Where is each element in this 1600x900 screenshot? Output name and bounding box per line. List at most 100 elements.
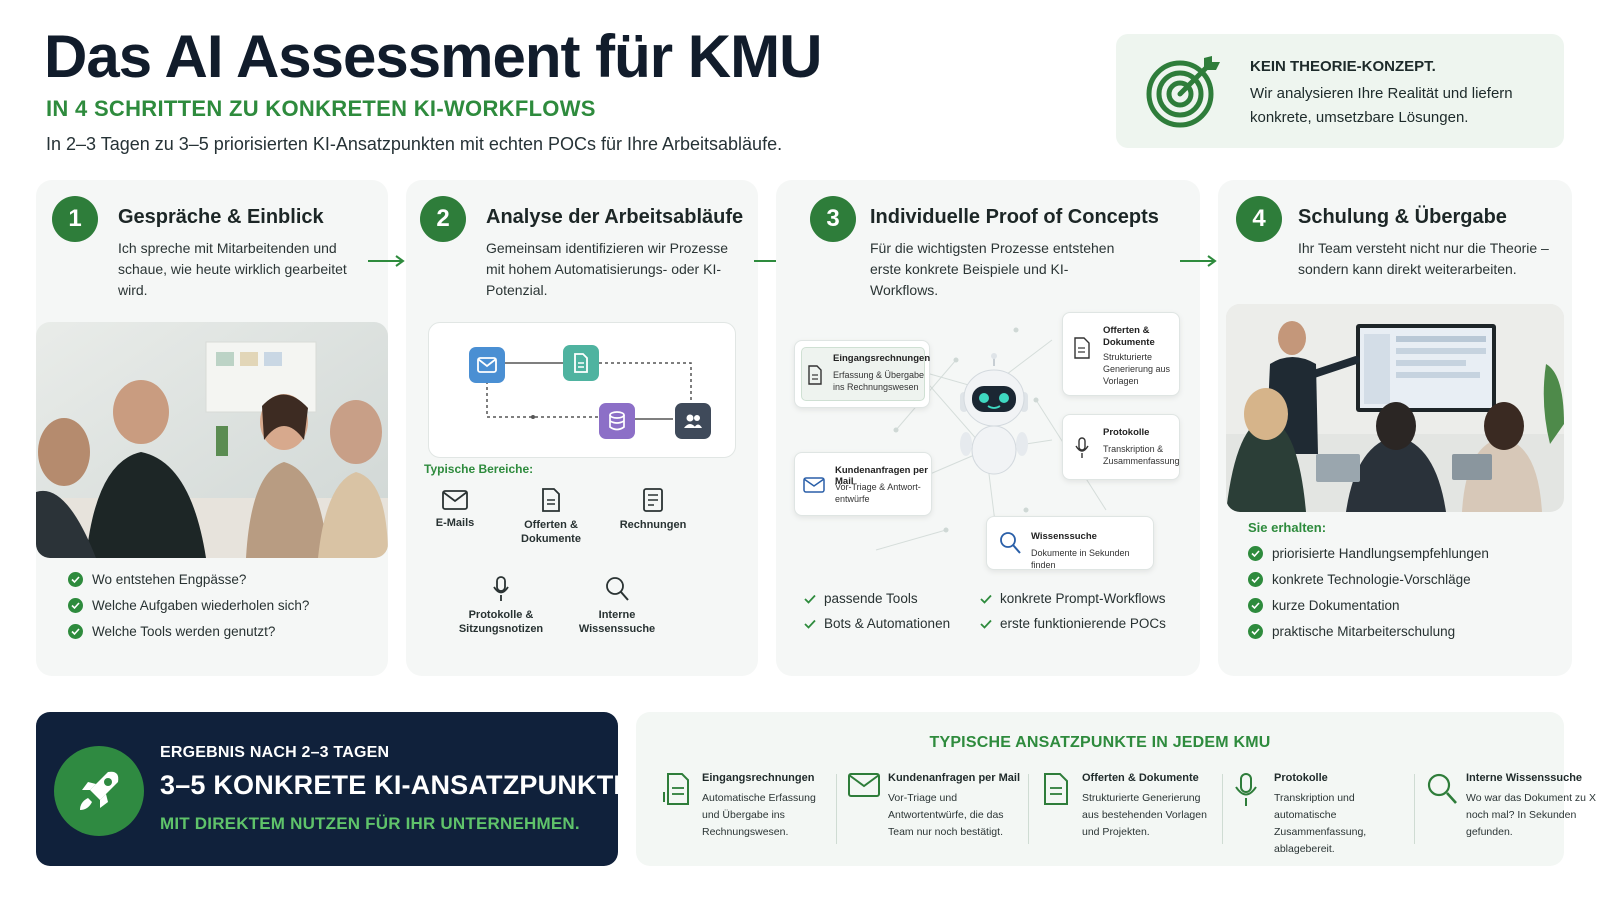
step-card-3: 3 Individuelle Proof of Concepts Für die… [776, 180, 1200, 676]
document-icon [1074, 337, 1090, 359]
checklist-item: konkrete Technologie-Vorschläge [1248, 566, 1489, 592]
checklist-item: kurze Dokumentation [1248, 592, 1489, 618]
result-panel: ERGEBNIS NACH 2–3 TAGEN 3–5 KONKRETE KI-… [36, 712, 631, 866]
poc-checklist-right: konkrete Prompt-Workflows erste funktion… [980, 586, 1166, 636]
check-icon [1248, 623, 1263, 639]
check-icon [980, 594, 992, 604]
step-title: Analyse der Arbeitsabläufe [486, 206, 744, 228]
step-card-2: 2 Analyse der Arbeitsabläufe Gemeinsam i… [406, 180, 758, 676]
workflow-diagram [428, 322, 736, 458]
microphone-icon [1235, 773, 1257, 806]
checklist-item: Bots & Automationen [804, 611, 950, 636]
area-wissenssuche: Interne Wissenssuche [562, 576, 672, 636]
step-card-1: 1 Gespräche & Einblick Ich spreche mit M… [36, 180, 388, 676]
step-description: Ich spreche mit Mitarbeitenden und schau… [118, 240, 347, 298]
check-icon [68, 623, 83, 639]
notice-box: KEIN THEORIE-KONZEPT. Wir analysieren Ih… [1116, 34, 1564, 148]
document-node-icon [563, 345, 599, 381]
rocket-icon [54, 746, 144, 836]
microphone-icon [1075, 437, 1089, 458]
divider [1028, 774, 1029, 844]
area-protokolle: Protokolle & Sitzungsnotizen [446, 576, 556, 636]
meeting-photo [36, 322, 388, 558]
mail-node-icon [469, 347, 505, 383]
typical-panel: TYPISCHE ANSATZPUNKTE IN JEDEM KMU Einga… [636, 712, 1596, 866]
receive-label: Sie erhalten: [1248, 520, 1327, 535]
typical-item-invoices: Eingangsrechnungen Automatische Erfassun… [654, 768, 838, 848]
step-title: Gespräche & Einblick [118, 206, 324, 228]
invoice-icon [808, 365, 822, 385]
poc-card-offerten: Offerten & Dokumente Strukturierte Gener… [1062, 312, 1180, 396]
checklist-item: praktische Mitarbeiterschulung [1248, 618, 1489, 644]
invoice-icon [643, 488, 663, 512]
typical-item-protokolle: Protokolle Transkription und automatisch… [1226, 768, 1410, 855]
checklist-item: Welche Aufgaben wiederholen sich? [68, 592, 309, 618]
step-checklist: Wo entstehen Engpässe? Welche Aufgaben w… [68, 566, 309, 644]
search-icon [1000, 532, 1021, 554]
check-icon [1248, 545, 1263, 561]
step-checklist: priorisierte Handlungsempfehlungen konkr… [1248, 540, 1489, 644]
mail-icon [803, 477, 825, 493]
step-number: 2 [420, 196, 466, 242]
typical-item-search: Interne Wissenssuche Wo war das Dokument… [1418, 768, 1600, 848]
check-icon [68, 597, 83, 613]
check-icon [980, 619, 992, 629]
document-icon [542, 488, 560, 512]
intro-text: In 2–3 Tagen zu 3–5 priorisierten KI-Ans… [46, 134, 783, 154]
checklist-item: passende Tools [804, 586, 950, 611]
microphone-icon [493, 576, 509, 601]
notice-text: Wir analysieren Ihre Realität und liefer… [1250, 85, 1513, 126]
document-icon [1044, 773, 1068, 805]
target-icon [1146, 56, 1220, 128]
area-emails: E-Mails [400, 490, 510, 530]
area-rechnungen: Rechnungen [598, 488, 708, 532]
page-subtitle: IN 4 SCHRITTEN ZU KONKRETEN KI-WORKFLOWS [46, 96, 596, 121]
arrow-right-icon [1180, 255, 1217, 267]
typical-item-mail: Kundenanfragen per Mail Vor-Triage und A… [840, 768, 1024, 848]
poc-card-invoices: Eingangsrechnungen Erfassung & Übergabe … [794, 340, 930, 408]
areas-label: Typische Bereiche: [424, 462, 534, 476]
step-description: Ihr Team versteht nicht nur die Theorie … [1298, 240, 1549, 277]
checklist-item: Welche Tools werden genutzt? [68, 618, 309, 644]
checklist-item: Wo entstehen Engpässe? [68, 566, 309, 592]
result-headline: 3–5 KONKRETE KI-ANSATZPUNKTE [160, 770, 632, 800]
step-number: 4 [1236, 196, 1282, 242]
typical-item-documents: Offerten & Dokumente Strukturierte Gener… [1034, 768, 1218, 848]
divider [1414, 774, 1415, 844]
step-title: Individuelle Proof of Concepts [870, 206, 1159, 228]
notice-title: KEIN THEORIE-KONZEPT. [1250, 58, 1436, 75]
checklist-item: priorisierte Handlungsempfehlungen [1248, 540, 1489, 566]
mail-icon [848, 773, 880, 797]
check-icon [1248, 597, 1263, 613]
check-icon [804, 619, 816, 629]
step-number: 1 [52, 196, 98, 242]
step-number: 3 [810, 196, 856, 242]
area-offerten: Offerten & Dokumente [496, 488, 606, 546]
poc-checklist-left: passende Tools Bots & Automationen [804, 586, 950, 636]
step-title: Schulung & Übergabe [1298, 206, 1507, 228]
poc-card-wissenssuche: Wissenssuche Dokumente in Sekunden finde… [986, 516, 1154, 570]
search-icon [606, 577, 629, 601]
step-description: Für die wichtigsten Prozesse entstehen e… [870, 240, 1115, 298]
mail-icon [442, 490, 468, 510]
checklist-item: erste funktionierende POCs [980, 611, 1166, 636]
check-icon [1248, 571, 1263, 587]
poc-card-mail: Kundenanfragen per Mail Vor-Triage & Ant… [794, 452, 932, 516]
result-label: ERGEBNIS NACH 2–3 TAGEN [160, 744, 390, 761]
step-card-4: 4 Schulung & Übergabe Ihr Team versteht … [1218, 180, 1572, 676]
database-node-icon [599, 403, 635, 439]
poc-card-protokolle: Protokolle Transkription & Zusammenfassu… [1062, 414, 1180, 480]
robot-icon [960, 353, 1028, 475]
users-node-icon [675, 403, 711, 439]
typical-title: TYPISCHE ANSATZPUNKTE IN JEDEM KMU [929, 734, 1271, 751]
arrow-right-icon [368, 255, 405, 267]
checklist-item: konkrete Prompt-Workflows [980, 586, 1166, 611]
check-icon [68, 571, 83, 587]
divider [1222, 774, 1223, 844]
page-title: Das AI Assessment für KMU [44, 23, 822, 90]
invoice-icon [663, 773, 689, 805]
check-icon [804, 594, 816, 604]
divider [836, 774, 837, 844]
search-icon [1427, 773, 1457, 804]
result-subline: MIT DIREKTEM NUTZEN FÜR IHR UNTERNEHMEN. [160, 814, 580, 833]
